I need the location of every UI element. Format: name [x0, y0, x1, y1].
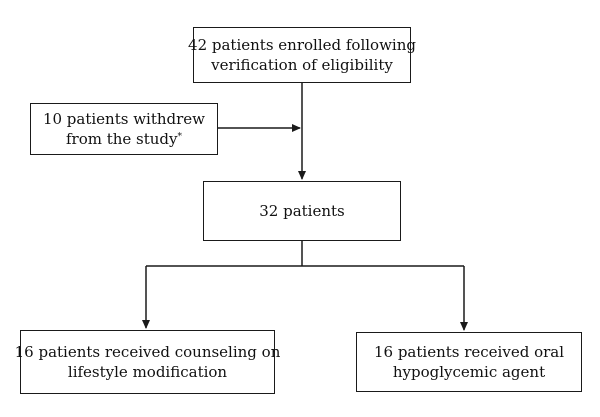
oral-line-2: hypoglycemic agent [392, 363, 546, 381]
withdrew-line-2: from the study [65, 130, 178, 148]
remaining-box: 32 patients [203, 181, 401, 241]
enrolled-box: 42 patients enrolled following verificat… [188, 27, 416, 83]
counseling-box: 16 patients received counseling on lifes… [15, 330, 280, 394]
remaining-text: 32 patients [259, 202, 345, 220]
enrolled-line-2: verification of eligibility [211, 56, 393, 74]
oral-box: 16 patients received oral hypoglycemic a… [356, 332, 582, 392]
withdrew-box: 10 patients withdrew from the study* [30, 103, 218, 155]
withdrew-line-2-wrap: from the study* [43, 129, 205, 149]
oral-line-1: 16 patients received oral [373, 343, 565, 361]
enrolled-line-1: 42 patients enrolled following [188, 36, 416, 54]
withdrew-footnote-mark: * [177, 132, 183, 142]
counseling-line-2: lifestyle modification [67, 363, 228, 381]
counseling-line-1: 16 patients received counseling on [14, 343, 281, 361]
withdrew-line-1: 10 patients withdrew [42, 110, 206, 128]
